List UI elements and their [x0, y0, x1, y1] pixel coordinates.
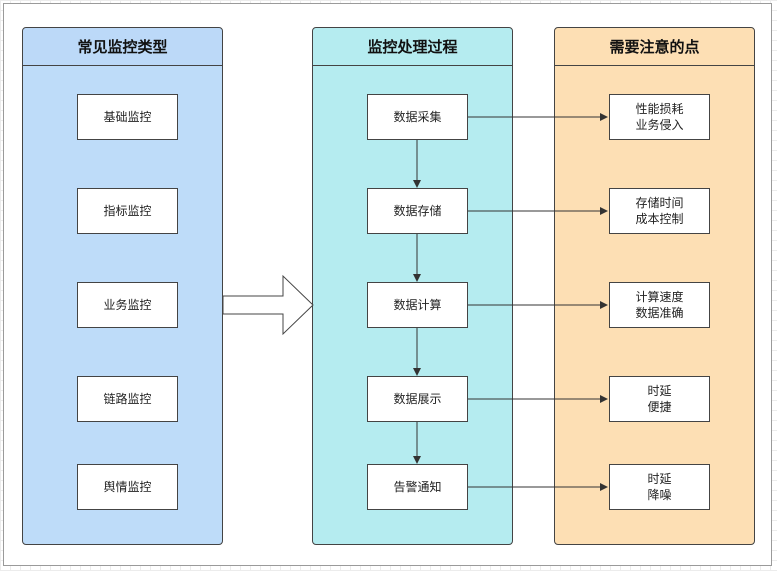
type-opinion: 舆情监控 [77, 464, 178, 510]
note-line: 性能损耗 [635, 102, 684, 116]
step-store: 数据存储 [367, 188, 468, 234]
note-collect: 性能损耗 业务侵入 [609, 94, 710, 140]
step-compute: 数据计算 [367, 282, 468, 328]
note-compute: 计算速度 数据准确 [609, 282, 710, 328]
step-collect: 数据采集 [367, 94, 468, 140]
type-metric: 指标监控 [77, 188, 178, 234]
notes-title: 需要注意的点 [555, 28, 754, 66]
note-line: 便捷 [647, 400, 672, 414]
note-alert: 时延 降噪 [609, 464, 710, 510]
note-line: 数据准确 [635, 306, 684, 320]
note-display: 时延 便捷 [609, 376, 710, 422]
note-line: 成本控制 [635, 212, 684, 226]
type-business: 业务监控 [77, 282, 178, 328]
note-line: 计算速度 [635, 290, 684, 304]
note-line: 时延 [647, 472, 672, 486]
type-basic: 基础监控 [77, 94, 178, 140]
step-alert: 告警通知 [367, 464, 468, 510]
monitor-types-title: 常见监控类型 [23, 28, 222, 66]
step-display: 数据展示 [367, 376, 468, 422]
block-arrow [222, 274, 314, 336]
note-line: 存储时间 [635, 196, 684, 210]
process-title: 监控处理过程 [313, 28, 512, 66]
note-line: 业务侵入 [635, 118, 684, 132]
note-store: 存储时间 成本控制 [609, 188, 710, 234]
note-line: 时延 [647, 384, 672, 398]
note-line: 降噪 [647, 488, 672, 502]
type-trace: 链路监控 [77, 376, 178, 422]
